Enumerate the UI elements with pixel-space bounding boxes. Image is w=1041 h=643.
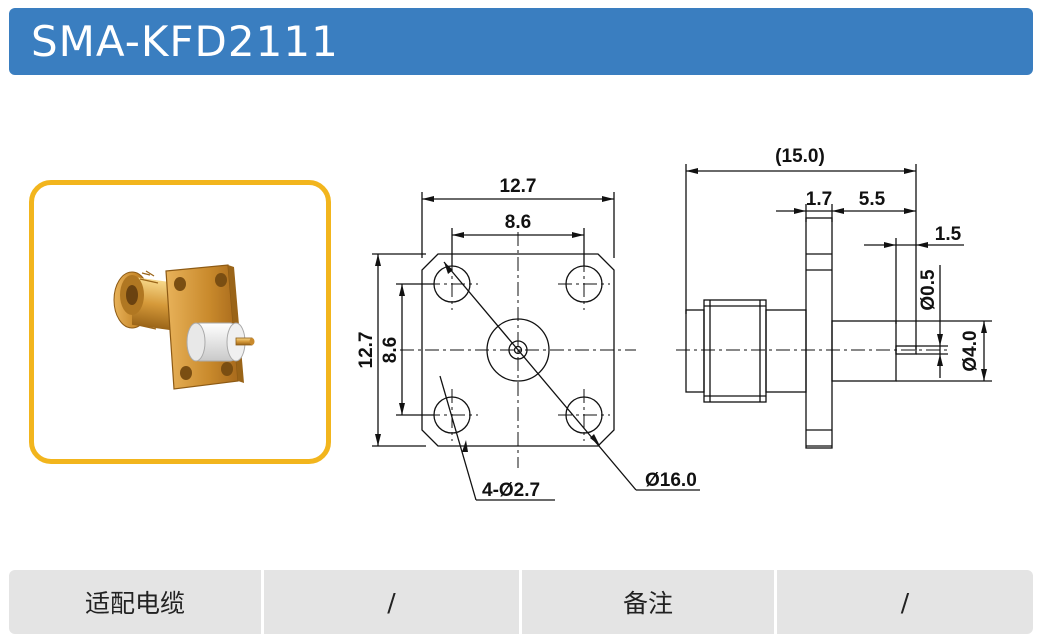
dim-body-label: 5.5 [859, 189, 886, 210]
title-bar: SMA-KFD2111 [9, 8, 1033, 75]
dim-diameter-label: Ø16.0 [645, 470, 697, 491]
note-value: / [777, 570, 1033, 634]
dim-holes-label: 4-Ø2.7 [482, 480, 540, 501]
dim-insulator-dia-label: Ø4.0 [960, 330, 981, 371]
product-photo-frame [29, 180, 331, 464]
dim-height-label: 12.7 [356, 332, 377, 369]
note-label: 备注 [522, 570, 774, 634]
dim-total-length-label: (15.0) [775, 146, 825, 167]
dim-hole-spacing-x-label: 8.6 [505, 212, 531, 233]
connector-photo [113, 264, 255, 390]
spec-table: 适配电缆 / 备注 / [9, 570, 1033, 634]
dim-flange-label: 1.7 [806, 189, 832, 210]
cable-label: 适配电缆 [9, 570, 261, 634]
thread-body [685, 309, 705, 393]
flange-outline [421, 253, 615, 447]
page-title: SMA-KFD2111 [31, 17, 339, 66]
side-flange [805, 217, 833, 449]
technical-drawing: 12.7 8.6 12.7 8.6 4-Ø2.7 Ø16.0 (15.0) 1.… [356, 146, 992, 501]
dim-pin-dia-label: Ø0.5 [918, 269, 939, 311]
cable-value: / [264, 570, 519, 634]
dim-pin-length-label: 1.5 [935, 224, 962, 245]
dim-hole-spacing-y-label: 8.6 [380, 337, 401, 363]
dim-width-label: 12.7 [500, 176, 537, 197]
